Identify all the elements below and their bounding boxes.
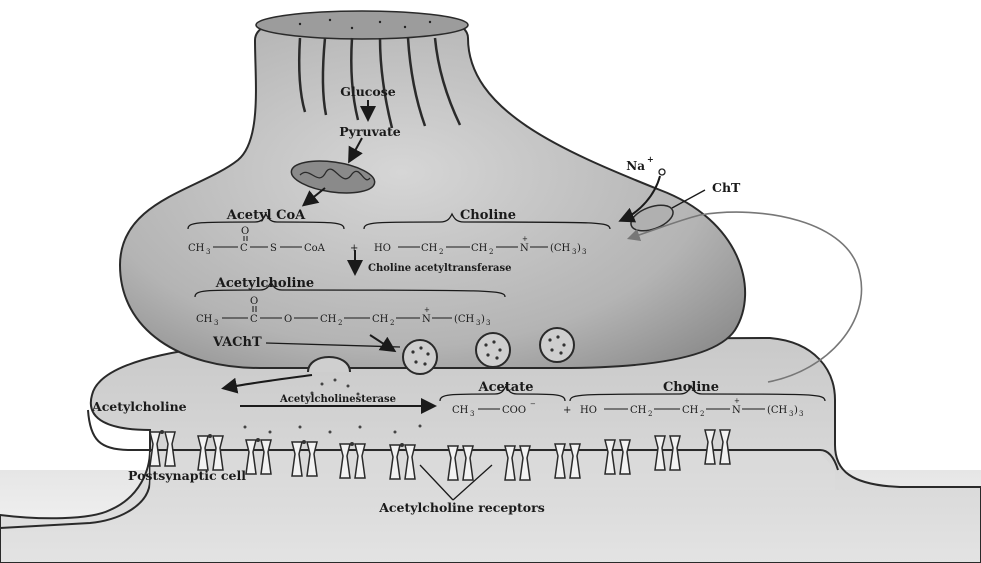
svg-text:3: 3	[214, 319, 218, 327]
svg-text:+: +	[734, 397, 740, 405]
svg-text:2: 2	[338, 319, 342, 327]
label-sodium-charge: +	[647, 154, 654, 164]
bond-lines	[213, 236, 765, 410]
label-choline-acetyltransferase: Choline acetyltransferase	[368, 263, 511, 274]
svg-text:(CH: (CH	[550, 243, 571, 254]
choline-reuptake-path	[626, 211, 863, 383]
bound-ach-on-receptors	[160, 430, 404, 447]
svg-text:3: 3	[572, 248, 576, 256]
svg-text:O: O	[241, 226, 249, 237]
leader-lines	[265, 189, 706, 501]
svg-text:2: 2	[390, 319, 394, 327]
svg-text:2: 2	[489, 248, 493, 256]
svg-text:): )	[794, 405, 798, 416]
postsynaptic-outer-edge	[0, 455, 151, 529]
label-glucose: Glucose	[340, 84, 395, 99]
svg-text:): )	[481, 314, 485, 325]
svg-text:2: 2	[439, 248, 443, 256]
svg-text:CH: CH	[630, 405, 647, 416]
svg-text:CH: CH	[471, 243, 488, 254]
svg-text:CH: CH	[196, 314, 213, 325]
svg-text:3: 3	[470, 410, 474, 418]
formula-hydrolysis-products: CH 3 COO − + HO CH 2 CH 2 N + (CH 3 ) 3	[452, 397, 803, 418]
released-ach-dots	[243, 378, 422, 434]
label-vacht: VAChT	[212, 335, 262, 350]
svg-text:S: S	[270, 243, 277, 254]
svg-text:C: C	[240, 243, 248, 254]
svg-text:2: 2	[648, 410, 652, 418]
pathway-arrows	[221, 100, 661, 414]
label-postsynaptic-cell: Postsynaptic cell	[128, 468, 246, 483]
vesicles	[402, 327, 575, 375]
svg-text:CH: CH	[188, 243, 205, 254]
svg-text:): )	[577, 243, 581, 254]
acetylcholine-receptor-row	[149, 429, 731, 481]
svg-text:3: 3	[799, 410, 803, 418]
svg-text:HO: HO	[580, 405, 597, 416]
label-pyruvate: Pyruvate	[339, 124, 400, 139]
mitochondrion	[290, 160, 376, 194]
svg-text:N: N	[422, 314, 431, 325]
label-acetylcholine-left: Acetylcholine	[91, 399, 187, 414]
svg-text:O: O	[284, 314, 292, 325]
svg-text:N: N	[520, 243, 529, 254]
label-cht: ChT	[712, 180, 741, 195]
svg-text:+: +	[563, 405, 571, 416]
label-acetyl-coa: Acetyl CoA	[226, 208, 306, 223]
svg-text:3: 3	[789, 410, 793, 418]
label-acetylcholine-top: Acetylcholine	[215, 276, 314, 291]
postsynaptic-membrane	[87, 409, 839, 471]
svg-text:3: 3	[206, 248, 210, 256]
label-acetylcholine-receptors: Acetylcholine receptors	[378, 500, 545, 515]
microtubules	[297, 37, 462, 129]
svg-text:O: O	[250, 296, 258, 307]
svg-text:COO: COO	[502, 405, 526, 416]
svg-text:(CH: (CH	[767, 405, 788, 416]
label-choline-bottom: Choline	[663, 380, 719, 395]
fusing-vesicle	[307, 356, 351, 373]
braces	[187, 212, 826, 402]
axon-microtubule-dots	[298, 18, 432, 30]
svg-text:CH: CH	[682, 405, 699, 416]
svg-text:+: +	[424, 306, 430, 314]
svg-text:3: 3	[582, 248, 586, 256]
label-acetate: Acetate	[478, 380, 534, 395]
formula-acetylcholine: CH 3 C O O CH 2 CH 2 N + (CH 3 ) 3	[196, 296, 490, 327]
svg-text:N: N	[732, 405, 741, 416]
presynaptic-terminal-shape	[118, 10, 747, 369]
svg-text:+: +	[350, 243, 358, 254]
svg-text:CH: CH	[421, 243, 438, 254]
label-sodium: Na	[626, 159, 645, 173]
svg-text:(CH: (CH	[454, 314, 475, 325]
svg-text:+: +	[522, 235, 528, 243]
svg-text:2: 2	[700, 410, 704, 418]
svg-text:−: −	[530, 400, 536, 408]
svg-text:CoA: CoA	[304, 243, 326, 254]
svg-text:HO: HO	[374, 243, 391, 254]
axon-cross-section	[255, 10, 469, 40]
formula-acetyl-coa: CH 3 C O S CoA	[188, 226, 326, 256]
svg-text:CH: CH	[372, 314, 389, 325]
sodium-ion-dot	[658, 168, 666, 176]
svg-text:C: C	[250, 314, 258, 325]
label-choline-top: Choline	[460, 208, 516, 223]
svg-text:CH: CH	[452, 405, 469, 416]
svg-text:3: 3	[486, 319, 490, 327]
svg-text:3: 3	[476, 319, 480, 327]
label-acetylcholinesterase: Acetylcholinesterase	[279, 394, 396, 405]
formula-choline-top: + HO CH 2 CH 2 N + (CH 3 ) 3	[350, 235, 586, 256]
svg-text:CH: CH	[320, 314, 337, 325]
